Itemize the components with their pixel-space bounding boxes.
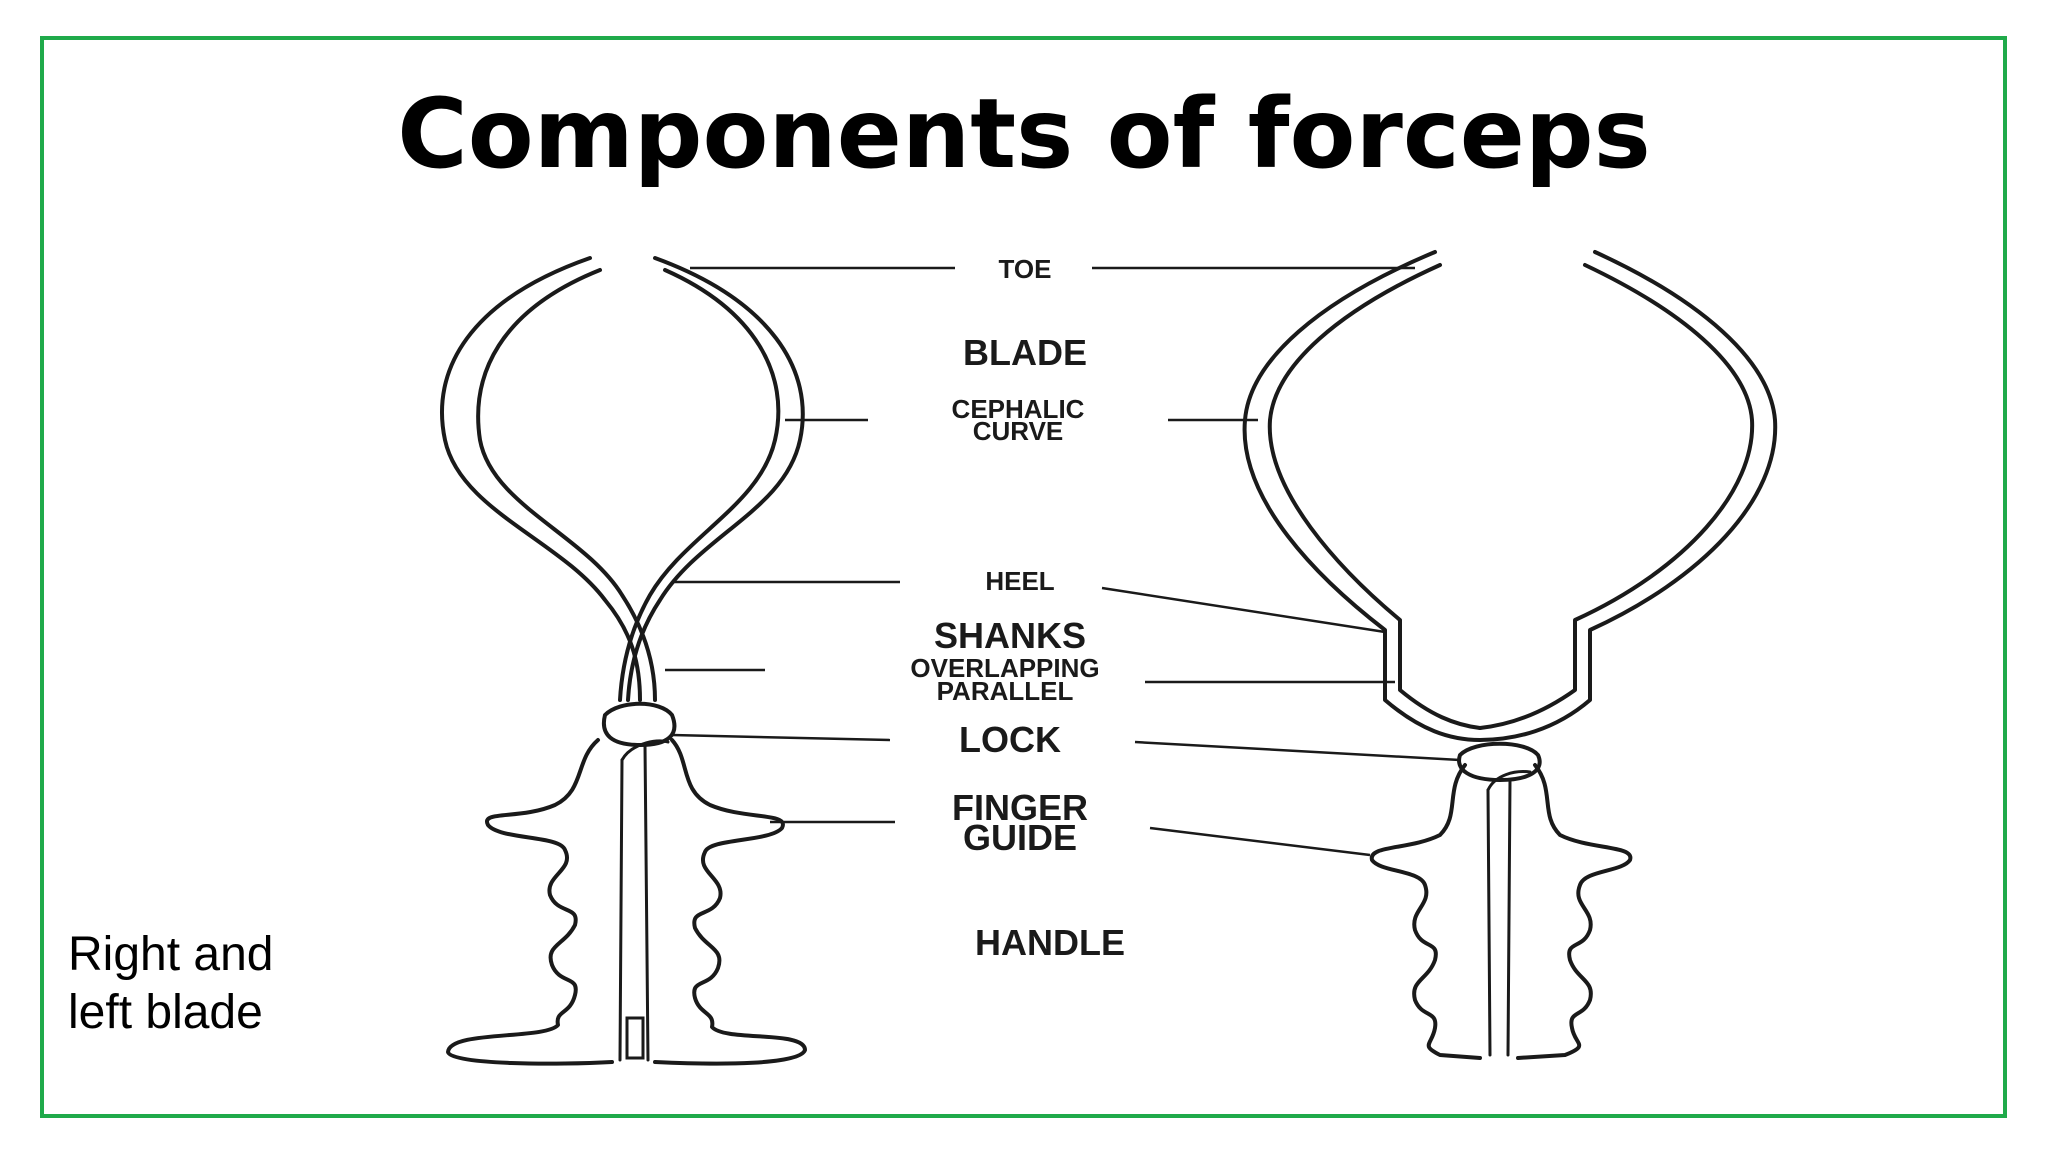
caption-line-1: Right and — [68, 928, 274, 981]
label-overlapping: OVERLAPPING — [910, 653, 1099, 683]
label-heel: HEEL — [985, 566, 1054, 596]
label-lock: LOCK — [959, 719, 1061, 760]
left-forceps-illustration — [440, 256, 807, 1066]
label-toe: TOE — [999, 254, 1052, 284]
slide-border — [40, 36, 2007, 1118]
diagram-labels: TOE BLADE CEPHALIC CURVE HEEL SHANKS OVE… — [910, 254, 1125, 963]
right-forceps-illustration — [1242, 250, 1778, 1060]
blade-caption: Right and left blade — [68, 926, 368, 1041]
label-finger: FINGER — [952, 787, 1088, 828]
caption-line-2: left blade — [68, 985, 263, 1039]
label-curve: CURVE — [973, 416, 1064, 446]
label-blade: BLADE — [963, 332, 1087, 373]
label-guide: GUIDE — [963, 817, 1077, 858]
label-handle: HANDLE — [975, 922, 1125, 963]
slide-title: Components of forceps — [397, 78, 1651, 190]
label-parallel: PARALLEL — [937, 676, 1074, 706]
label-shanks: SHANKS — [934, 615, 1086, 656]
label-cephalic: CEPHALIC — [952, 394, 1085, 424]
leader-lines — [665, 266, 1461, 857]
